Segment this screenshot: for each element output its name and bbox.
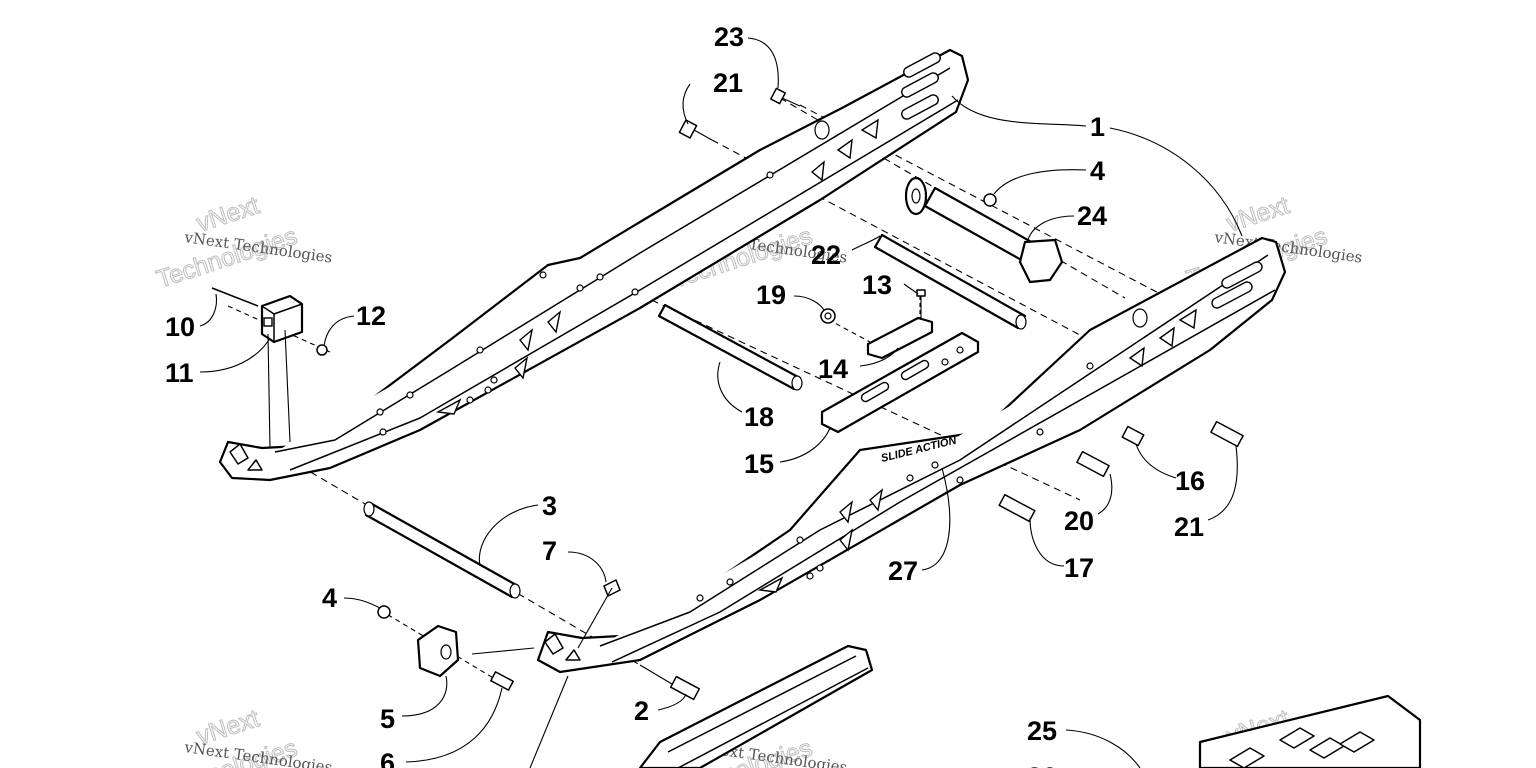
callout-10: 10	[165, 312, 195, 342]
leader-lines	[199, 37, 1243, 768]
watermark-bottom-left: vNext Technologies vNext Technologies	[153, 704, 334, 768]
nut-12	[316, 344, 328, 356]
callout-7: 7	[542, 536, 557, 566]
callout-13: 13	[862, 270, 892, 300]
track-section	[1198, 694, 1422, 768]
nut-4-top	[983, 193, 997, 207]
rail-left	[218, 48, 970, 482]
callout-2: 2	[634, 696, 649, 726]
bolt-21-right	[1210, 420, 1244, 448]
callout-6: 6	[380, 748, 395, 768]
spacer-5	[416, 624, 460, 678]
screw-13	[916, 289, 926, 318]
bolt-23	[770, 87, 801, 107]
callout-1: 1	[1090, 112, 1105, 142]
pin-10	[211, 287, 259, 307]
callout-15: 15	[744, 449, 774, 479]
callouts: 23 21 1 4 24 22 13 19 14 10 12 11 18 15 …	[165, 22, 1205, 768]
callout-4-left: 4	[322, 583, 337, 613]
callout-16: 16	[1175, 466, 1205, 496]
bolt-17	[998, 493, 1036, 523]
block-11	[260, 294, 304, 344]
callout-12: 12	[356, 301, 386, 331]
callout-22: 22	[811, 240, 841, 270]
callout-21: 21	[713, 68, 743, 98]
bolt-6	[490, 671, 514, 691]
callout-21-right: 21	[1174, 512, 1204, 542]
bolt-21-top	[678, 119, 713, 141]
callout-18: 18	[744, 402, 774, 432]
bolt-16	[1121, 425, 1145, 447]
callout-19: 19	[756, 280, 786, 310]
rail-right: SLIDE ACTION	[536, 236, 1287, 674]
callout-14: 14	[818, 354, 848, 384]
tube-18	[657, 303, 803, 391]
shaft-3	[363, 501, 521, 599]
bracket-14	[866, 316, 934, 360]
callout-17: 17	[1064, 553, 1094, 583]
shaft-24	[904, 176, 1064, 284]
callout-23: 23	[714, 22, 744, 52]
wear-strip	[638, 644, 874, 768]
tube-22	[873, 233, 1027, 330]
callout-24: 24	[1077, 201, 1107, 231]
bolt-2	[639, 664, 701, 701]
callout-26: 26	[1027, 762, 1057, 768]
slide-15	[820, 331, 980, 434]
callout-25: 25	[1027, 716, 1057, 746]
callout-4: 4	[1090, 156, 1105, 186]
watermark-top-left: vNext Technologies vNext Technologies	[153, 191, 334, 294]
callout-20: 20	[1064, 506, 1094, 536]
nut-4-left	[377, 605, 391, 619]
callout-11: 11	[165, 358, 194, 388]
callout-3: 3	[542, 491, 557, 521]
callout-5: 5	[380, 704, 395, 734]
bolt-20	[1076, 450, 1110, 478]
nut-19	[820, 308, 836, 324]
callout-27: 27	[888, 556, 918, 586]
